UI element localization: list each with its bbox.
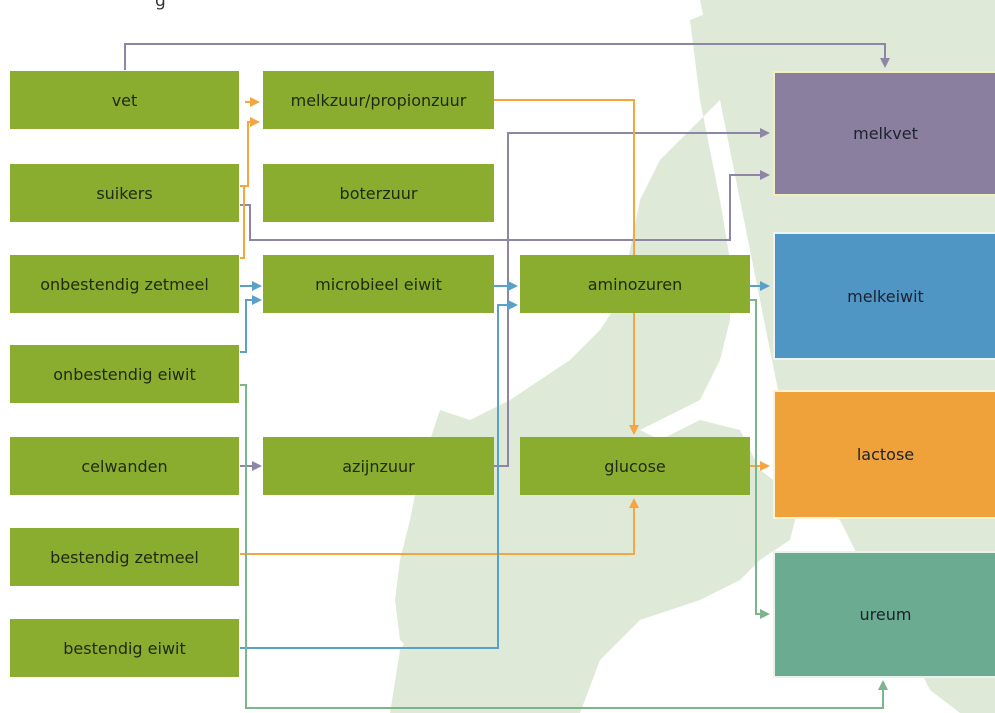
arrow-vet-melkvet [124, 43, 890, 70]
arrow-aminozuren-ureum [750, 299, 770, 619]
box-onbestendig-eiwit: onbestendig eiwit [10, 345, 239, 403]
arrow-azijnzuur-melkvet [494, 128, 770, 467]
box-ureum: ureum [773, 551, 995, 678]
arrow-eiwit-ureum [240, 384, 888, 709]
box-azijnzuur: azijnzuur [263, 437, 494, 495]
arrow-bestendig-zetmeel-glucose [240, 498, 639, 555]
box-suikers: suikers [10, 164, 239, 222]
box-melkeiwit: melkeiwit [773, 232, 995, 360]
box-bestendig-eiwit: bestendig eiwit [10, 619, 239, 677]
box-microbieel-eiwit: microbieel eiwit [263, 255, 494, 313]
box-vet: vet [10, 71, 239, 129]
box-aminozuren: aminozuren [520, 255, 750, 313]
arrow-bestendig-eiwit-aminozuren [240, 300, 518, 649]
box-celwanden: celwanden [10, 437, 239, 495]
arrow-zetmeel-melkzuur [240, 186, 245, 259]
arrow-suikers-melkvet [240, 170, 770, 241]
box-glucose: glucose [520, 437, 750, 495]
arrow-suikers-melkzuur [240, 117, 260, 187]
box-bestendig-zetmeel: bestendig zetmeel [10, 528, 239, 586]
cut-off-heading: g [155, 0, 166, 11]
box-boterzuur: boterzuur [263, 164, 494, 222]
box-melkzuur-propionzuur: melkzuur/propionzuur [263, 71, 494, 129]
box-onbestendig-zetmeel: onbestendig zetmeel [10, 255, 239, 313]
arrow-melkzuur-glucose [494, 99, 639, 435]
box-melkvet: melkvet [773, 71, 995, 196]
arrow-eiwit-microbieel [240, 295, 262, 353]
box-lactose: lactose [773, 390, 995, 519]
